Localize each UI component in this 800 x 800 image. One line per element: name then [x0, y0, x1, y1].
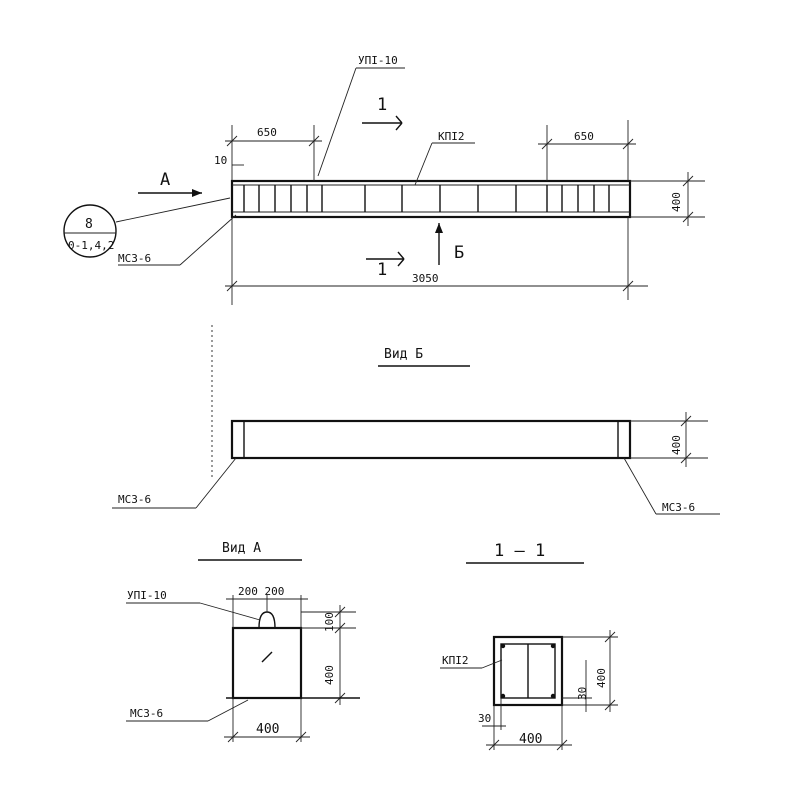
callout-sheet: 0-1,4,2: [68, 239, 114, 252]
view-a-dim-small: 100: [323, 612, 336, 632]
section-title: 1 — 1: [494, 541, 545, 561]
section-mark-top: 1: [377, 95, 387, 115]
view-a-label-upi: УПI-10: [127, 589, 167, 602]
view-a-title: Вид А: [222, 541, 261, 556]
view-b: Вид Б 400 МСЗ-6 МСЗ-6: [112, 347, 720, 515]
stirrups: [243, 185, 610, 212]
view-a-arrow-label: А: [160, 170, 170, 190]
view-b-arrow-label: Б: [454, 243, 464, 263]
label-mc3-6-elev: МСЗ-6: [118, 252, 151, 265]
lifting-loop: [258, 611, 276, 629]
section-mark-bottom: 1: [377, 260, 387, 280]
view-a: Вид А УПI-10 200 200 100 400 400 МСЗ-6: [126, 541, 360, 743]
view-b-beam: [230, 419, 632, 460]
view-a-dim-width: 400: [256, 722, 279, 737]
view-a-section: [231, 626, 303, 700]
view-b-label-left: МСЗ-6: [118, 493, 151, 506]
dim-total-3050: 3050: [412, 272, 439, 285]
section-1-1: 1 — 1 КПI2 400 30 400 30: [440, 541, 618, 751]
callout-number: 8: [85, 217, 93, 232]
view-b-dim-height: 400: [670, 435, 683, 455]
dim-right-650: 650: [574, 130, 594, 143]
section-dim-width: 400: [519, 732, 542, 747]
view-a-arrowhead: [192, 189, 202, 197]
detail-callout: [63, 204, 117, 258]
label-upi-10: УПI-10: [358, 54, 398, 67]
section-dim-cover-bottom: 30: [478, 712, 491, 725]
beam-outline: [230, 179, 632, 219]
dim-height-400: 400: [670, 192, 683, 212]
elevation-view: 650 650 10 УПI-10 КПI2 1 1 А Б: [63, 54, 705, 305]
view-a-dim-height: 400: [323, 665, 336, 685]
view-a-label-mc: МСЗ-6: [130, 707, 163, 720]
section-dim-height: 400: [595, 668, 608, 688]
dim-left-650: 650: [257, 126, 277, 139]
section-label-kp: КПI2: [442, 654, 469, 667]
section-outline: [492, 635, 564, 707]
view-b-label-right: МСЗ-6: [662, 501, 695, 514]
section-dim-cover-side: 30: [576, 687, 589, 700]
dim-small-10: 10: [214, 154, 227, 167]
view-a-dim-top: 200 200: [238, 585, 284, 598]
label-kp-12: КПI2: [438, 130, 465, 143]
view-b-arrowhead: [435, 223, 443, 233]
view-b-title: Вид Б: [384, 347, 423, 362]
